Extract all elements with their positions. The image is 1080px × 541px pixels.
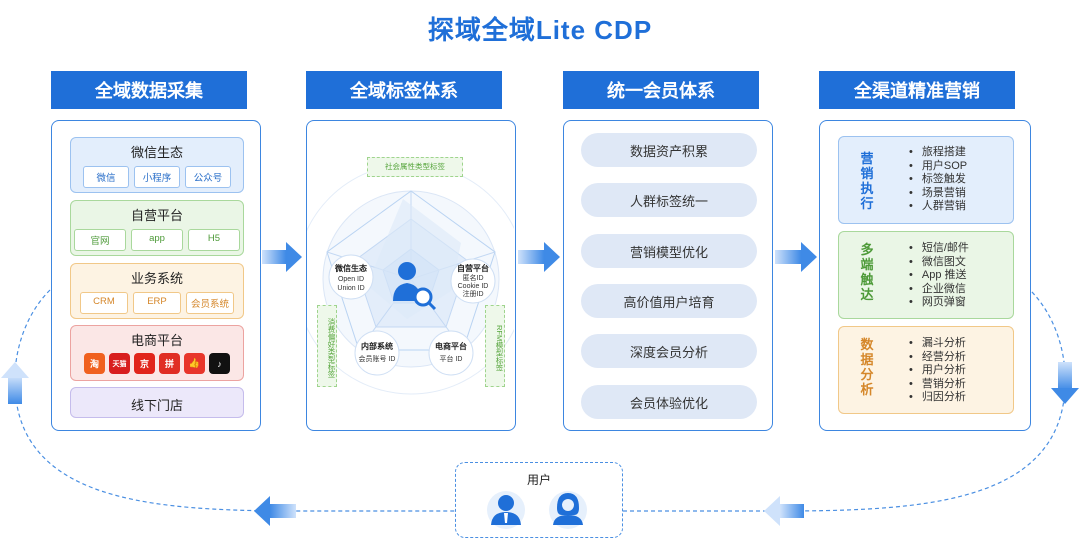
list-item: 企业微信: [909, 283, 969, 297]
header-tag-system: 全域标签体系: [306, 71, 502, 109]
arrow-right-bottom: [764, 496, 804, 526]
chip-website: 官网: [74, 229, 126, 251]
arrow-c1-c2: [262, 242, 302, 272]
list-item: 短信/邮件: [909, 242, 969, 256]
node-ecommerce: 电商平台 平台 ID: [428, 330, 474, 376]
svg-text:微信生态: 微信生态: [334, 263, 367, 273]
chip-wechat: 微信: [83, 166, 129, 188]
section-business-systems: 业务系统 CRM ERP 会员系统: [70, 263, 244, 319]
list-item: 漏斗分析: [909, 337, 966, 351]
label-social-attributes: 社会属性类型标签: [367, 157, 463, 177]
section-title: 多端触达: [860, 242, 874, 302]
pinduoduo-icon: 拼: [159, 353, 180, 374]
taobao-icon: 淘: [84, 353, 105, 374]
svg-text:会员账号 ID: 会员账号 ID: [359, 354, 396, 363]
svg-text:Union ID: Union ID: [337, 285, 364, 292]
section-multi-channel-reach: 多端触达 短信/邮件 微信图文 App 推送 企业微信 网页弹窗: [838, 231, 1014, 319]
chip-crm: CRM: [80, 292, 128, 314]
section-title: 线下门店: [130, 398, 183, 413]
membership-item: 深度会员分析: [581, 334, 757, 368]
chip-app: app: [131, 229, 183, 251]
section-title: 微信生态: [130, 145, 183, 160]
panel-data-collection: 微信生态 微信 小程序 公众号 自营平台 官网 app H5 业务系统 CRM …: [51, 120, 261, 431]
thumbs-up-icon: 👍: [184, 353, 205, 374]
svg-text:Cookie ID: Cookie ID: [458, 283, 489, 290]
list-item: 场景营销: [909, 187, 967, 201]
female-user-icon: [549, 491, 587, 529]
panel-membership: 数据资产积累 人群标签统一 营销模型优化 高价值用户培育 深度会员分析 会员体验…: [563, 120, 773, 431]
douyin-icon: ♪: [209, 353, 230, 374]
section-title: 电商平台: [130, 333, 183, 348]
svg-text:Open ID: Open ID: [338, 276, 364, 283]
section-title: 自营平台: [130, 208, 183, 223]
arrow-c2-c3: [518, 242, 560, 272]
membership-item: 高价值用户培育: [581, 284, 757, 318]
header-membership: 统一会员体系: [563, 71, 759, 109]
list-item: 标签触发: [909, 173, 967, 187]
arrow-left-bottom: [254, 496, 296, 526]
list-item: 人群营销: [909, 200, 967, 214]
user-label: 用户: [526, 473, 551, 487]
arrow-up-left: [1, 362, 29, 404]
section-data-analysis: 数据分析 漏斗分析 经营分析 用户分析 营销分析 归因分析: [838, 326, 1014, 414]
list-item: App 推送: [909, 269, 969, 283]
membership-item: 人群标签统一: [581, 183, 757, 217]
membership-item: 会员体验优化: [581, 385, 757, 419]
list-item: 用户分析: [909, 364, 966, 378]
svg-text:平台 ID: 平台 ID: [440, 354, 463, 363]
header-marketing: 全渠道精准营销: [819, 71, 1015, 109]
svg-text:电商平台: 电商平台: [435, 341, 467, 351]
arrow-c3-c4: [775, 242, 817, 272]
section-wechat: 微信生态 微信 小程序 公众号: [70, 137, 244, 193]
list-item: 营销分析: [909, 378, 966, 392]
list-item: 微信图文: [909, 256, 969, 270]
section-offline-store: 线下门店: [70, 387, 244, 418]
node-wechat: 微信生态 Open ID Union ID: [328, 254, 374, 300]
jd-icon: 京: [134, 353, 155, 374]
radar-diagram: 微信生态 Open ID Union ID 自营平台 匿名ID Cookie I…: [307, 163, 514, 395]
section-marketing-execution: 营销执行 旅程搭建 用户SOP 标签触发 场景营销 人群营销: [838, 136, 1014, 224]
section-self-platform: 自营平台 官网 app H5: [70, 200, 244, 256]
label-rfm-model: RFM模型标签: [485, 305, 505, 387]
tmall-icon: 天猫: [109, 353, 130, 374]
svg-text:内部系统: 内部系统: [361, 341, 393, 351]
page-title: 探域全域Lite CDP: [427, 15, 653, 45]
header-data-collection: 全域数据采集: [51, 71, 247, 109]
panel-tag-system: 微信生态 Open ID Union ID 自营平台 匿名ID Cookie I…: [306, 120, 516, 431]
node-self-platform: 自营平台 匿名ID Cookie ID 注册ID: [450, 258, 496, 304]
male-user-icon: [487, 491, 525, 529]
membership-item: 营销模型优化: [581, 234, 757, 268]
chip-official-account: 公众号: [185, 166, 231, 188]
panel-marketing: 营销执行 旅程搭建 用户SOP 标签触发 场景营销 人群营销 多端触达 短信/邮…: [819, 120, 1031, 431]
list-item: 归因分析: [909, 391, 966, 405]
membership-item: 数据资产积累: [581, 133, 757, 167]
list-item: 用户SOP: [909, 160, 967, 174]
user-search-icon: [393, 262, 437, 311]
arrow-down-right: [1051, 362, 1079, 404]
chip-erp: ERP: [133, 292, 181, 314]
node-internal-system: 内部系统 会员账号 ID: [354, 330, 400, 376]
section-title: 数据分析: [860, 337, 874, 397]
chip-miniprogram: 小程序: [134, 166, 180, 188]
user-box: 用户: [455, 462, 623, 538]
chip-h5: H5: [188, 229, 240, 251]
chip-member-system: 会员系统: [186, 292, 234, 314]
list-item: 经营分析: [909, 351, 966, 365]
section-title: 营销执行: [860, 151, 874, 211]
svg-text:注册ID: 注册ID: [463, 289, 484, 298]
label-consumption-preference: 消费偏好类型标签: [317, 305, 337, 387]
list-item: 网页弹窗: [909, 296, 969, 310]
list-item: 旅程搭建: [909, 146, 967, 160]
section-ecommerce: 电商平台 淘 天猫 京 拼 👍 ♪: [70, 325, 244, 381]
section-title: 业务系统: [130, 271, 183, 286]
svg-text:匿名ID: 匿名ID: [463, 273, 484, 282]
svg-text:自营平台: 自营平台: [457, 263, 489, 273]
